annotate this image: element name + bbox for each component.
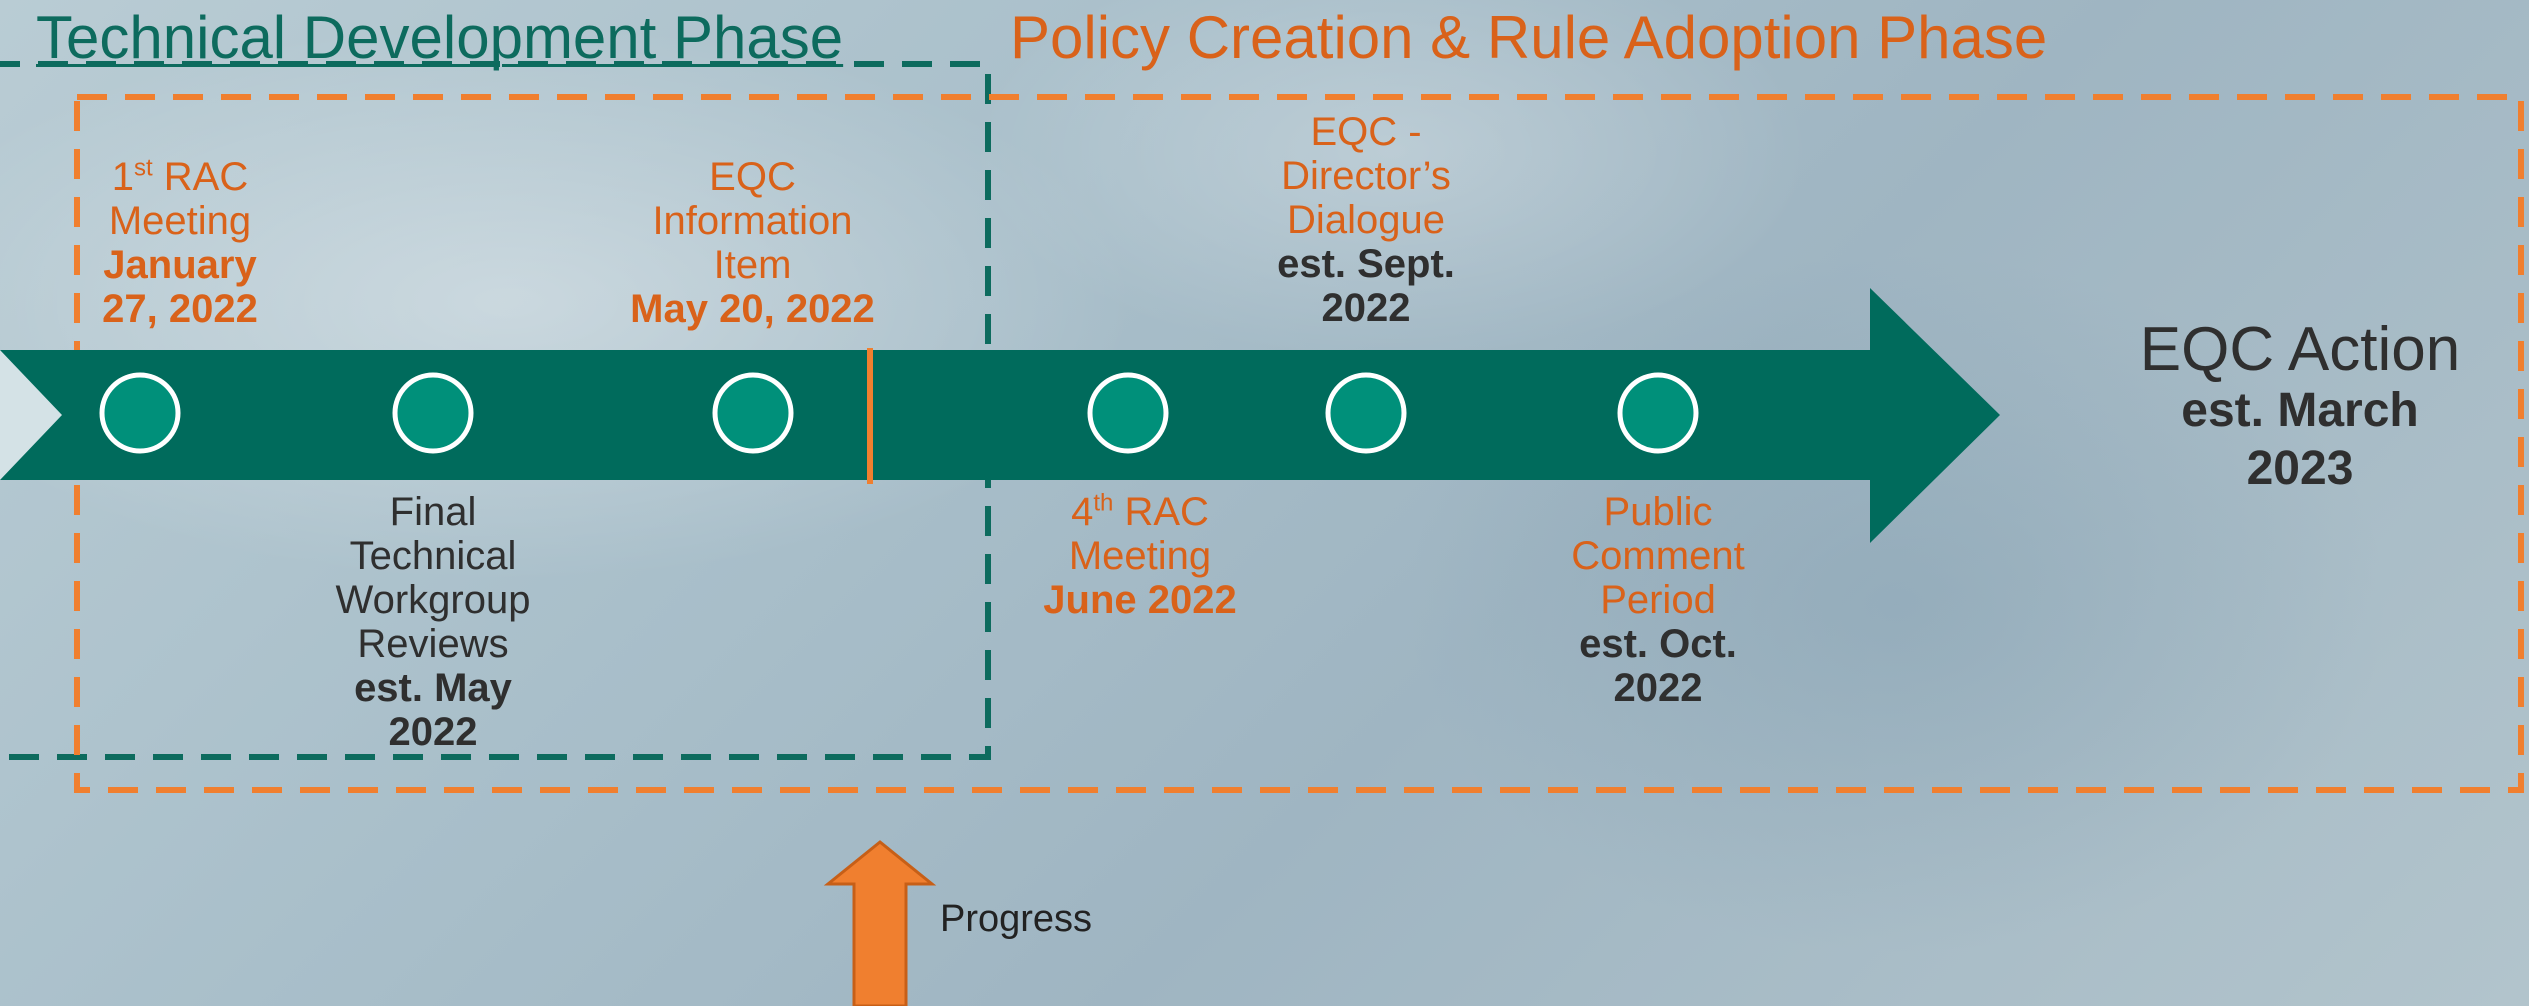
milestone-circle-rac1 <box>99 372 181 454</box>
milestone-eqc-action-date: est. March 2023 <box>2181 384 2419 495</box>
progress-arrow-icon <box>823 840 937 1006</box>
milestone-public-comment-date: est. Oct. 2022 <box>1579 622 1737 710</box>
milestone-final-tech: Final Technical Workgroup Reviews est. M… <box>293 490 573 754</box>
milestone-eqc-director-date: est. Sept. 2022 <box>1277 242 1455 330</box>
milestone-final-tech-date: est. May 2022 <box>354 666 512 754</box>
milestone-circle-public-comment <box>1617 372 1699 454</box>
milestone-eqc-director: EQC - Director’s Dialogue est. Sept. 202… <box>1226 110 1506 330</box>
timeline-arrow <box>0 288 2000 543</box>
milestone-circle-eqc-info <box>712 372 794 454</box>
milestone-eqc-info: EQC Information Item May 20, 2022 <box>600 155 905 331</box>
milestone-circle-final-tech <box>392 372 474 454</box>
milestone-rac4: 4th RAC Meeting June 2022 <box>990 490 1290 622</box>
milestone-rac4-date: June 2022 <box>1043 578 1237 622</box>
milestone-public-comment: Public Comment Period est. Oct. 2022 <box>1518 490 1798 710</box>
milestone-eqc-info-date: May 20, 2022 <box>630 287 875 331</box>
milestone-rac1-date: January 27, 2022 <box>102 243 258 331</box>
technical-phase-title: Technical Development Phase <box>36 4 844 71</box>
milestone-circle-eqc-director <box>1325 372 1407 454</box>
milestone-eqc-action: EQC Action est. March 2023 <box>2090 318 2510 498</box>
milestone-rac1: 1st RAC Meeting January 27, 2022 <box>40 155 320 331</box>
timeline-start-notch <box>0 350 62 480</box>
milestone-circle-rac4 <box>1087 372 1169 454</box>
policy-phase-title: Policy Creation & Rule Adoption Phase <box>1010 4 2048 71</box>
progress-label: Progress <box>940 898 1093 940</box>
